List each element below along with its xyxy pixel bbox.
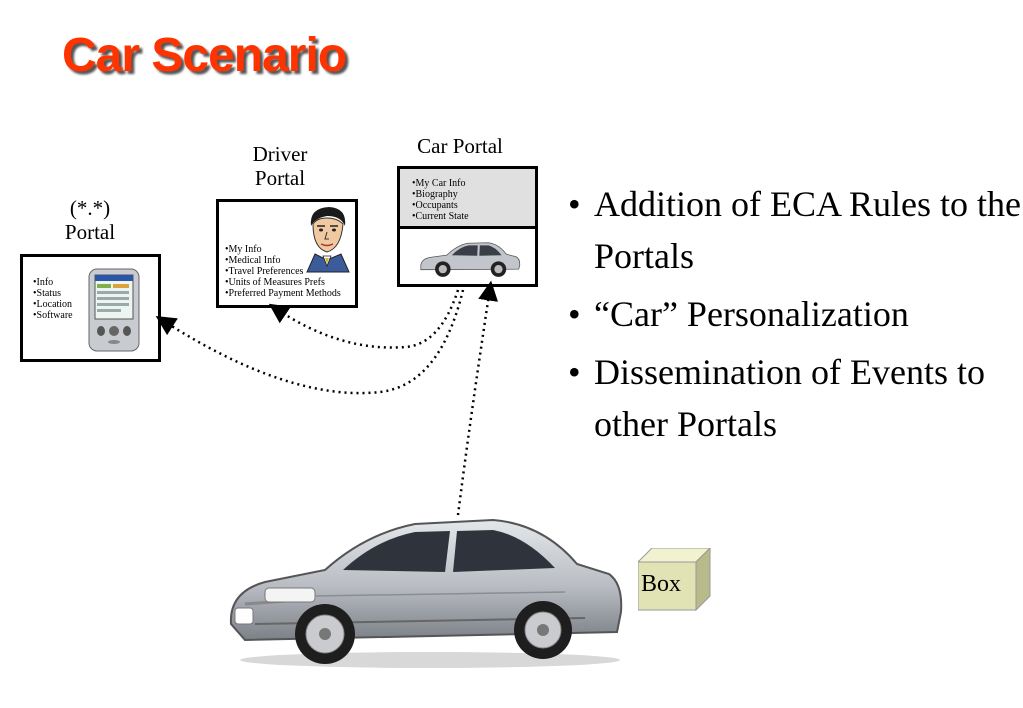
list-item: Medical Info	[225, 255, 341, 266]
driver-portal-label: Driver Portal	[230, 142, 330, 190]
bullet-item: •“Car” Personalization	[568, 294, 909, 334]
generic-portal-label-line2: Portal	[64, 220, 116, 244]
car-portal-label: Car Portal	[417, 134, 503, 158]
list-item: Units of Measures Prefs	[225, 277, 341, 288]
box-label: Box	[641, 571, 682, 597]
generic-portal-list: Info Status Location Software	[33, 277, 73, 321]
slide-title: Car Scenario	[62, 29, 347, 82]
bullet-item: •Dissemination of Events to other Portal…	[568, 352, 985, 444]
driver-avatar-icon	[306, 207, 350, 273]
list-item: Travel Preferences	[225, 266, 341, 277]
arrow-car-to-driver-portal	[268, 289, 460, 349]
box-3d-shape	[638, 548, 711, 612]
bullet-text: “Car” Personalization	[594, 294, 909, 334]
bullet-text: Addition of ECA Rules to the Portals	[594, 184, 1021, 276]
list-item: Occupants	[412, 200, 469, 211]
list-item: Current State	[412, 211, 469, 222]
list-item: Info	[33, 277, 73, 288]
list-item: My Car Info	[412, 178, 469, 189]
small-car-icon	[420, 242, 521, 277]
car-portal-box: My Car Info Biography Occupants Current …	[397, 166, 538, 287]
generic-portal-box: Info Status Location Software	[20, 254, 161, 362]
list-item: Location	[33, 299, 73, 310]
car-portal-list: My Car Info Biography Occupants Current …	[412, 178, 469, 222]
list-item: Status	[33, 288, 73, 299]
arrow-car-to-car-portal	[456, 280, 499, 516]
bullet-item: •Addition of ECA Rules to the Portals	[568, 184, 1021, 276]
list-item: Software	[33, 310, 73, 321]
driver-portal-label-line2: Portal	[254, 166, 306, 190]
large-car-illustration	[229, 518, 623, 668]
generic-portal-label-line1: (*.*)	[69, 196, 111, 220]
pda-device-icon	[88, 268, 140, 352]
list-item: Biography	[412, 189, 469, 200]
bullet-text: Dissemination of Events to other Portals	[594, 352, 985, 444]
list-item: My Info	[225, 244, 341, 255]
arrow-car-to-generic-portal	[155, 289, 465, 395]
driver-portal-list: My Info Medical Info Travel Preferences …	[225, 244, 341, 299]
generic-portal-label: (*.*) Portal	[40, 196, 140, 244]
driver-portal-label-line1: Driver	[252, 142, 308, 166]
bullet-list: •Addition of ECA Rules to the Portals •“…	[568, 178, 1023, 456]
list-item: Preferred Payment Methods	[225, 288, 341, 299]
